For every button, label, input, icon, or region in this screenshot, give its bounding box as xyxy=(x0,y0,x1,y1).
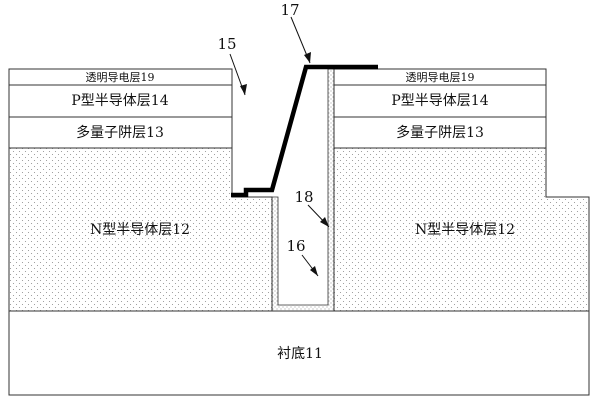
tcl-left-label: 透明导电层19 xyxy=(86,71,155,84)
p-layer-left-label: P型半导体层14 xyxy=(71,93,168,109)
mqw-left-label: 多量子阱层13 xyxy=(76,124,164,141)
mqw-right-label: 多量子阱层13 xyxy=(396,124,484,141)
tcl-right-label: 透明导电层19 xyxy=(406,71,475,84)
p-semiconductor-layer-left xyxy=(8,84,233,118)
callout-18: 18 xyxy=(294,188,313,206)
p-semiconductor-layer-right xyxy=(333,84,547,118)
mqw-layer-left xyxy=(8,116,233,149)
bridge-electrode xyxy=(231,64,378,198)
transparent-conductive-layer-left xyxy=(8,68,233,86)
callout-16: 16 xyxy=(286,237,305,255)
n-layer-right-label: N型半导体层12 xyxy=(415,222,515,238)
arrow-16-head xyxy=(310,266,318,276)
arrow-17-head xyxy=(304,52,311,63)
substrate-label: 衬底11 xyxy=(277,346,323,362)
callout-17: 17 xyxy=(280,1,299,19)
arrow-18-head xyxy=(320,217,329,227)
arrow-15-head xyxy=(240,84,247,95)
p-layer-right-label: P型半导体层14 xyxy=(391,93,488,109)
n-layer-left-label: N型半导体层12 xyxy=(90,222,190,238)
substrate-layer xyxy=(8,310,590,396)
callout-15: 15 xyxy=(217,35,236,53)
